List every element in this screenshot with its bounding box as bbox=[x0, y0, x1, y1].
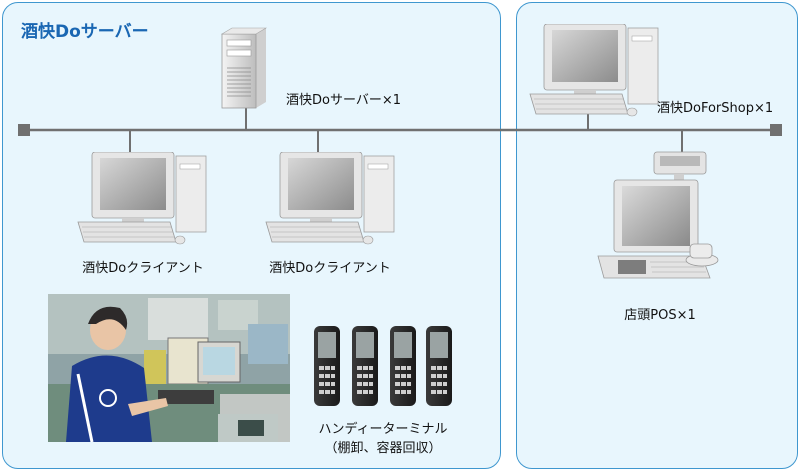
pos-label: 店頭POS×1 bbox=[624, 308, 696, 323]
bus-terminator-left bbox=[18, 124, 30, 136]
handheld-terminal-icon bbox=[390, 326, 416, 406]
pos-terminal-icon bbox=[597, 151, 719, 279]
client-pc-icon bbox=[265, 152, 395, 245]
client2-label: 酒快Doクライアント bbox=[269, 261, 391, 276]
server-label: 酒快Doサーバー×1 bbox=[286, 93, 401, 108]
office-photo-illustration bbox=[48, 294, 290, 442]
handheld-terminal-icon bbox=[314, 326, 340, 406]
shop-pc-icon bbox=[529, 24, 659, 117]
group-title: 酒快Doサーバー bbox=[21, 22, 149, 42]
office-photo bbox=[48, 294, 290, 442]
shop-label: 酒快DoForShop×1 bbox=[657, 101, 774, 116]
handy-label-line2: （棚卸、容器回収） bbox=[324, 441, 442, 456]
client-pc-icon bbox=[77, 152, 207, 245]
handheld-terminal-icon bbox=[352, 326, 378, 406]
handheld-terminals-icon bbox=[314, 326, 452, 406]
client1-label: 酒快Doクライアント bbox=[82, 261, 204, 276]
bus-terminator-right bbox=[770, 124, 782, 136]
handy-label-line1: ハンディーターミナル bbox=[318, 422, 448, 437]
server-tower-icon bbox=[220, 27, 268, 109]
handheld-terminal-icon bbox=[426, 326, 452, 406]
